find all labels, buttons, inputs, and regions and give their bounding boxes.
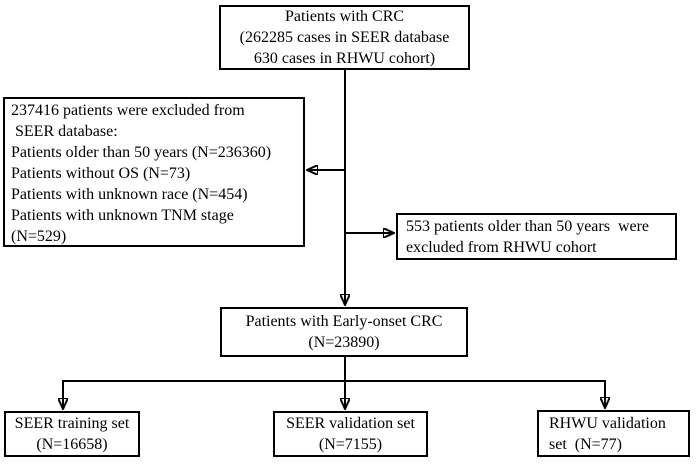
box-seer-validation-set: SEER validation set (N=7155): [273, 411, 428, 457]
text-line: Patients with CRC: [284, 8, 405, 25]
text-line: (N=16658): [36, 436, 108, 453]
box-seer-exclusions: 237416 patients were excluded from SEER …: [3, 97, 305, 247]
text-line: excluded from RHWU cohort: [406, 238, 597, 256]
text-line: set (N=77): [549, 435, 623, 453]
text-line: 237416 patients were excluded from: [11, 102, 245, 119]
box-patients-crc: Patients with CRC (262285 cases in SEER …: [219, 5, 470, 70]
text-line: SEER training set: [14, 415, 130, 432]
text-line: Patients with unknown race (N=454): [11, 186, 248, 203]
box-early-onset-crc: Patients with Early-onset CRC (N=23890): [220, 307, 468, 357]
text-line: 553 patients older than 50 years were: [406, 217, 650, 235]
text-line: (N=7155): [318, 436, 383, 453]
text-line: (N=23890): [308, 334, 380, 351]
text-line: SEER validation set: [286, 415, 415, 432]
box-rhwu-exclusions: 553 patients older than 50 years were ex…: [396, 213, 677, 260]
text-line: Patients with Early-onset CRC: [245, 313, 443, 330]
text-line: 630 cases in RHWU cohort): [253, 50, 436, 67]
text-line: SEER database:: [11, 123, 118, 140]
text-line: Patients older than 50 years (N=236360): [11, 144, 272, 161]
box-seer-training-set: SEER training set (N=16658): [4, 411, 140, 457]
text-line: RHWU validation: [549, 414, 666, 432]
box-rhwu-validation-set: RHWU validation set (N=77): [537, 410, 690, 457]
text-line: Patients without OS (N=73): [11, 165, 191, 182]
text-line: Patients with unknown TNM stage: [11, 207, 234, 224]
text-line: (262285 cases in SEER database: [239, 29, 450, 46]
text-line: (N=529): [11, 228, 67, 245]
